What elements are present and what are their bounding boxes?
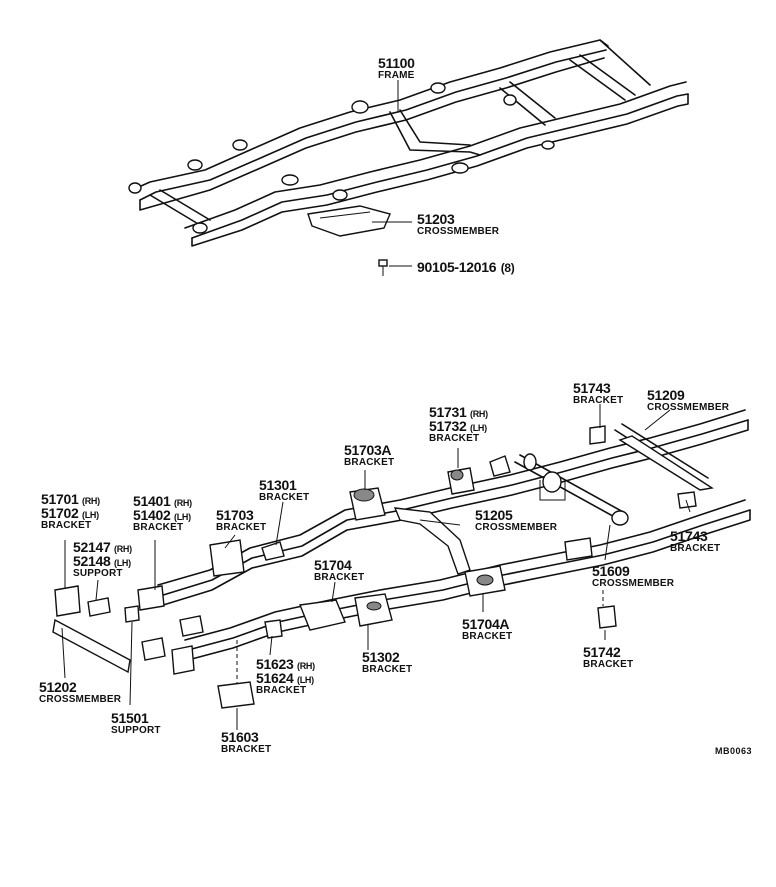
side-rh: (RH) xyxy=(114,544,132,554)
part-name: CROSSMEMBER xyxy=(475,522,558,533)
diagram-code-text: MB0063 xyxy=(715,746,753,756)
part-name: BRACKET xyxy=(41,520,92,531)
part-number: 51603 xyxy=(221,729,259,745)
part-number: 51703A xyxy=(344,442,392,458)
part-name: SUPPORT xyxy=(111,725,161,736)
label-90105-12016: 90105-12016 (8) xyxy=(417,259,515,276)
part-number: 51209 xyxy=(647,387,685,403)
part-number: 51205 xyxy=(475,507,513,523)
part-number: 51100 xyxy=(378,55,415,71)
part-number: 51704A xyxy=(462,616,510,632)
part-number-lh: 51402 xyxy=(133,507,171,523)
part-name: CROSSMEMBER xyxy=(647,402,730,413)
side-lh: (LH) xyxy=(297,675,314,685)
side-rh: (RH) xyxy=(82,496,100,506)
part-name: BRACKET xyxy=(462,631,513,642)
part-name: BRACKET xyxy=(216,522,267,533)
part-name: BRACKET xyxy=(133,522,184,533)
part-name: BRACKET xyxy=(259,492,310,503)
part-number-rh: 51623 xyxy=(256,656,294,672)
part-name: BRACKET xyxy=(344,457,395,468)
part-number: 51501 xyxy=(111,710,149,726)
part-number-lh: 51702 xyxy=(41,505,79,521)
label-51623-51624: 51623 (RH)51624 (LH)BRACKET xyxy=(256,657,315,696)
label-51701-51702: 51701 (RH)51702 (LH)BRACKET xyxy=(41,492,100,531)
part-number-rh: 52147 xyxy=(73,539,111,555)
part-number: 51202 xyxy=(39,679,77,695)
part-number: 51302 xyxy=(362,649,400,665)
part-number: 51609 xyxy=(592,563,630,579)
part-number: 51203 xyxy=(417,211,455,227)
part-number: 51704 xyxy=(314,557,352,573)
part-quantity: (8) xyxy=(500,261,515,275)
side-lh: (LH) xyxy=(82,510,99,520)
part-number-lh: 52148 xyxy=(73,553,111,569)
frame-assembly-drawing xyxy=(128,39,689,276)
side-rh: (RH) xyxy=(174,498,192,508)
part-number-lh: 51624 xyxy=(256,670,294,686)
part-name: BRACKET xyxy=(583,659,634,670)
part-name: BRACKET xyxy=(362,664,413,675)
part-number: 51743 xyxy=(573,380,611,396)
part-number: 51301 xyxy=(259,477,297,493)
part-number: 51743 xyxy=(670,528,708,544)
part-number-rh: 51731 xyxy=(429,404,467,420)
side-lh: (LH) xyxy=(114,558,131,568)
part-name: BRACKET xyxy=(221,744,272,755)
part-number-rh: 51701 xyxy=(41,491,79,507)
part-name: BRACKET xyxy=(670,543,721,554)
part-name: BRACKET xyxy=(256,685,307,696)
side-lh: (LH) xyxy=(174,512,191,522)
diagram-code: MB0063 xyxy=(715,742,752,758)
side-rh: (RH) xyxy=(470,409,488,419)
part-name: CROSSMEMBER xyxy=(417,226,500,237)
part-number: 51703 xyxy=(216,507,254,523)
part-number-rh: 51401 xyxy=(133,493,171,509)
part-name: SUPPORT xyxy=(73,568,123,579)
side-rh: (RH) xyxy=(297,661,315,671)
part-name: FRAME xyxy=(378,70,415,81)
part-name: BRACKET xyxy=(573,395,624,406)
part-name: BRACKET xyxy=(429,433,480,444)
side-lh: (LH) xyxy=(470,423,487,433)
part-number: 51742 xyxy=(583,644,621,660)
label-51401-51402: 51401 (RH)51402 (LH)BRACKET xyxy=(133,494,192,533)
part-name: CROSSMEMBER xyxy=(592,578,675,589)
exploded-frame-drawing xyxy=(52,404,751,730)
part-name: BRACKET xyxy=(314,572,365,583)
label-51731-51732: 51731 (RH)51732 (LH)BRACKET xyxy=(429,405,488,444)
part-number: 90105-12016 xyxy=(417,259,497,275)
label-52147-52148: 52147 (RH)52148 (LH)SUPPORT xyxy=(73,540,132,579)
part-number-lh: 51732 xyxy=(429,418,467,434)
part-name: CROSSMEMBER xyxy=(39,694,122,705)
